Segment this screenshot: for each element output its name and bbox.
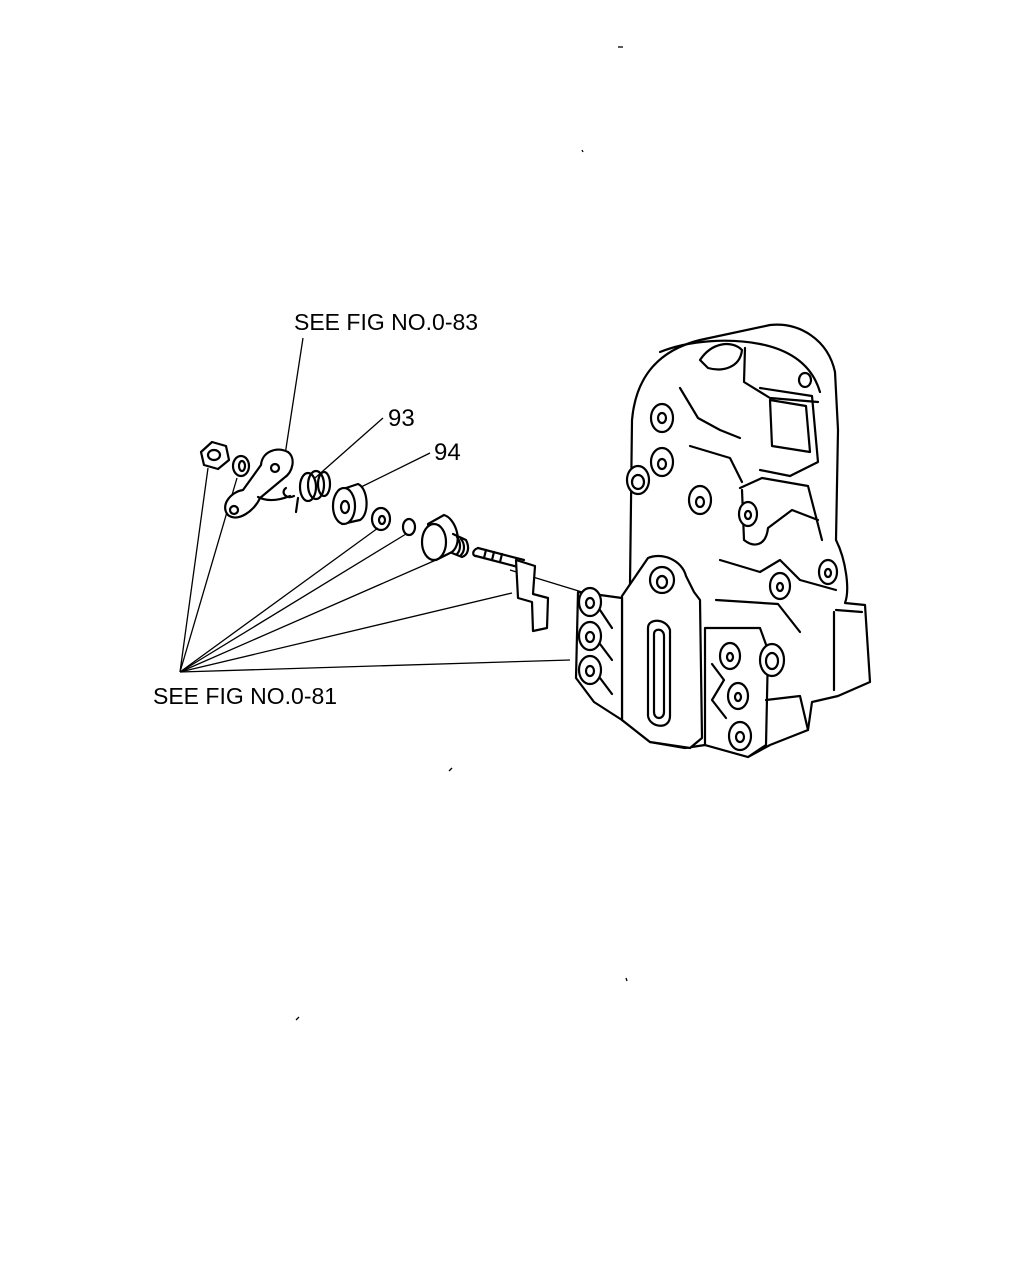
nut-part [199, 440, 231, 471]
part-number-93: 93 [388, 405, 415, 432]
part-number-94: 94 [434, 439, 461, 466]
detent-plate-part [514, 558, 550, 633]
spring-part-93 [282, 469, 332, 514]
valve-body-housing [574, 323, 872, 759]
scan-specks [295, 46, 628, 1021]
plug-part [420, 513, 470, 562]
detent-lever-part [224, 448, 294, 519]
manual-valve-part [472, 546, 526, 570]
lock-washer-part [231, 454, 251, 478]
bushing-part-94 [331, 482, 368, 526]
washer-part [370, 506, 392, 532]
ref-label-bottom: SEE FIG NO.0-81 [153, 683, 337, 709]
ref-label-top: SEE FIG NO.0-83 [294, 309, 478, 335]
o-ring-part [401, 517, 417, 537]
